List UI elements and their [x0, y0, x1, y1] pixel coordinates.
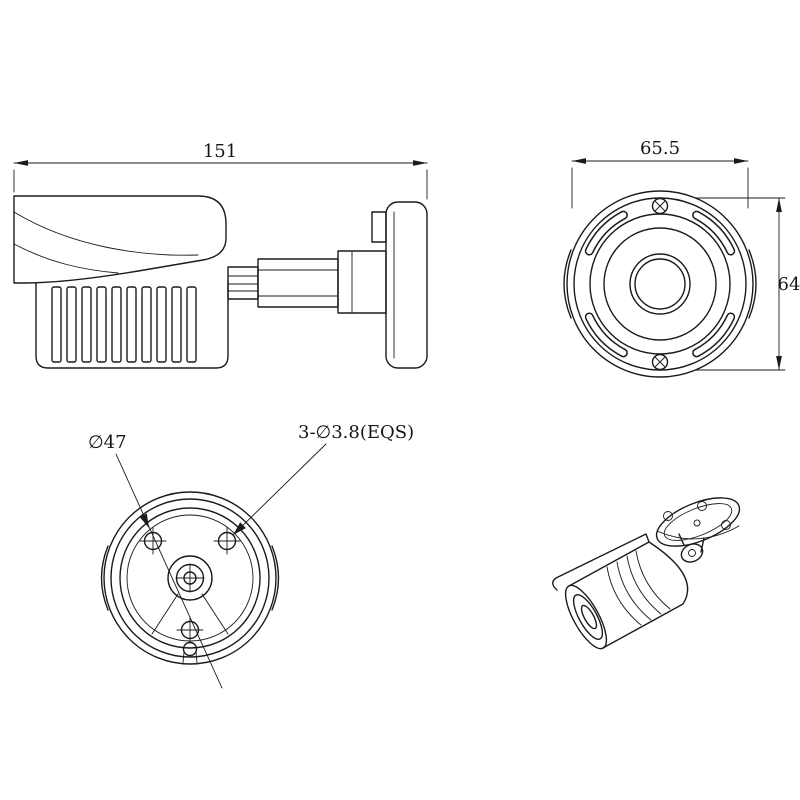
center-mark	[175, 563, 205, 593]
face-circle	[589, 213, 731, 355]
arc-slot-inner	[586, 212, 627, 254]
dim-length: 151	[13, 141, 428, 200]
arc-slot-inner	[586, 314, 627, 356]
fin	[171, 286, 182, 363]
isometric-view	[552, 497, 741, 650]
fin	[51, 286, 62, 363]
slot-opening	[182, 651, 198, 664]
sunshade-rail-left	[563, 249, 572, 319]
arc-slot-inner	[693, 212, 734, 254]
leader-line	[115, 453, 223, 689]
rib-curve	[606, 566, 642, 626]
lens-outer-circle	[629, 253, 691, 315]
lens-bezel-ellipse	[572, 594, 604, 640]
base-screw-hole	[663, 511, 673, 521]
base-plate-thickness	[656, 525, 740, 540]
fin	[111, 286, 122, 363]
screw-cross	[654, 356, 666, 368]
bracket-hinge-block	[337, 250, 387, 314]
lens-ellipse	[580, 604, 598, 630]
screw-head	[651, 353, 669, 371]
mount-base-plate	[655, 497, 741, 547]
dim-text-width: 65.5	[640, 138, 680, 159]
front-view: 65.5 64	[563, 138, 800, 378]
rib-curve	[616, 561, 652, 621]
center-hub-outer	[167, 555, 213, 601]
mount-hole-cross	[176, 616, 204, 644]
fin	[141, 286, 152, 363]
fin	[96, 286, 107, 363]
camera-body-outline	[35, 280, 229, 369]
knuckle-screw	[688, 549, 696, 557]
front-rim-ellipse	[564, 584, 608, 650]
dim-width: 65.5	[571, 138, 749, 209]
dim-text-length: 151	[203, 141, 237, 162]
camera-body-isometric	[552, 533, 689, 650]
base-circle	[119, 507, 261, 649]
wall-plate	[385, 201, 428, 369]
body-silhouette	[568, 541, 689, 649]
leader-arrow	[233, 522, 246, 535]
sunshade-outline	[13, 195, 227, 284]
dim-text-mount-holes: 3-∅3.8(EQS)	[298, 422, 414, 443]
mount-hole-nw	[139, 527, 167, 555]
gland-nut	[227, 266, 259, 300]
cooling-ribs-isometric	[606, 550, 671, 626]
bottom-slot	[182, 641, 198, 664]
base-plate-outer	[655, 497, 741, 547]
screw-cross	[654, 200, 666, 212]
bottom-view: ∅47 3-∅3.8(EQS)	[88, 422, 414, 689]
rib-curve	[635, 550, 671, 610]
screw-bottom-icon	[651, 353, 669, 371]
fin	[81, 286, 92, 363]
bracket-arm	[257, 258, 339, 308]
screw-head	[651, 197, 669, 215]
base-center-hole	[693, 519, 701, 527]
fin	[186, 286, 197, 363]
dim-height: 64	[694, 197, 800, 371]
sunshade-lip-curve	[13, 243, 119, 274]
mount-hole-ne	[213, 527, 241, 555]
callout-mount-holes: 3-∅3.8(EQS)	[232, 422, 414, 536]
sunshade-isometric	[552, 533, 650, 591]
cable-channel-lines	[151, 593, 229, 635]
fin	[156, 286, 167, 363]
dim-text-inner-circle: ∅47	[88, 432, 127, 453]
gland-nut-flats	[227, 275, 259, 292]
callout-inner-circle: ∅47	[88, 432, 223, 689]
sunshade-rail-right	[271, 545, 280, 611]
mount-hole-cross	[213, 527, 241, 555]
bracket-arm-lines	[257, 269, 339, 297]
arc-slot-inner	[693, 314, 734, 356]
face-arc-slots	[584, 210, 736, 358]
mount-hole-s	[176, 616, 204, 644]
side-view: 151	[13, 141, 428, 369]
base-screw-hole	[721, 520, 731, 530]
fin	[126, 286, 137, 363]
fin	[66, 286, 77, 363]
rib-curve	[626, 555, 662, 615]
base-screw-hole	[697, 501, 707, 511]
outer-rim-circle	[566, 190, 754, 378]
screw-top-icon	[651, 197, 669, 215]
mount-arm	[678, 533, 705, 563]
lens-inner-circle	[634, 258, 686, 310]
lens-bezel-circle	[603, 227, 717, 341]
sunshade-rail-left	[100, 545, 109, 611]
housing-circle	[110, 498, 270, 658]
leader-line	[232, 443, 327, 536]
dim-text-height: 64	[778, 274, 800, 295]
leader-arrow	[139, 513, 149, 528]
cable-tab	[371, 211, 387, 243]
mount-hole-cross	[139, 527, 167, 555]
sunshade-inner-curve	[13, 211, 199, 256]
slot-hole	[182, 641, 198, 657]
sunshade-rail-right	[748, 249, 757, 319]
outer-rim-circle	[103, 491, 277, 665]
arm-stem	[678, 533, 705, 553]
body-circle	[573, 197, 747, 371]
base-plate-inner	[663, 503, 733, 541]
cooling-fins	[51, 286, 197, 363]
arm-knuckle	[680, 543, 704, 563]
